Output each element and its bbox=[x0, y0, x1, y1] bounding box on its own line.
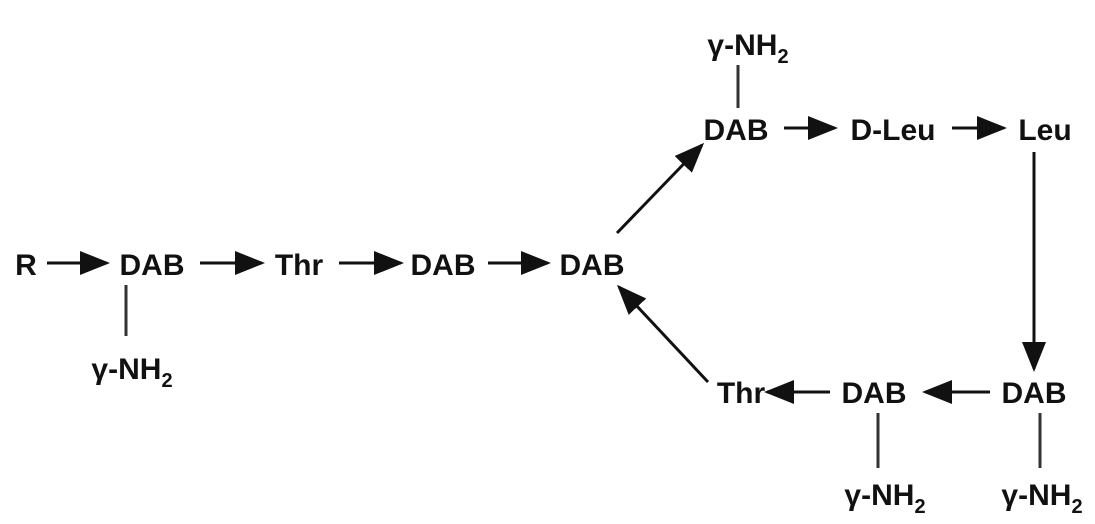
node-dab-3: DAB bbox=[560, 249, 625, 282]
node-dab-5: DAB bbox=[1002, 377, 1067, 410]
node-d-leu: D-Leu bbox=[851, 114, 936, 147]
node-dab-4: DAB bbox=[704, 114, 769, 147]
node-thr-2: Thr bbox=[717, 377, 766, 410]
side-group-gamma-nh2-left: γ-NH2 bbox=[91, 353, 172, 392]
arrow-dab-to-dab-upper bbox=[615, 142, 705, 235]
node-dab-6: DAB bbox=[842, 377, 907, 410]
node-thr-1: Thr bbox=[275, 249, 324, 282]
side-group-gamma-nh2-bottom-middle: γ-NH2 bbox=[844, 479, 925, 518]
arrow-thr-to-dab-closure bbox=[616, 284, 710, 384]
node-leu: Leu bbox=[1018, 114, 1071, 147]
node-dab-1: DAB bbox=[120, 249, 185, 282]
side-group-gamma-nh2-top: γ-NH2 bbox=[707, 29, 788, 68]
node-r: R bbox=[15, 249, 37, 282]
side-group-gamma-nh2-bottom-right: γ-NH2 bbox=[1001, 479, 1082, 518]
node-dab-2: DAB bbox=[411, 249, 476, 282]
